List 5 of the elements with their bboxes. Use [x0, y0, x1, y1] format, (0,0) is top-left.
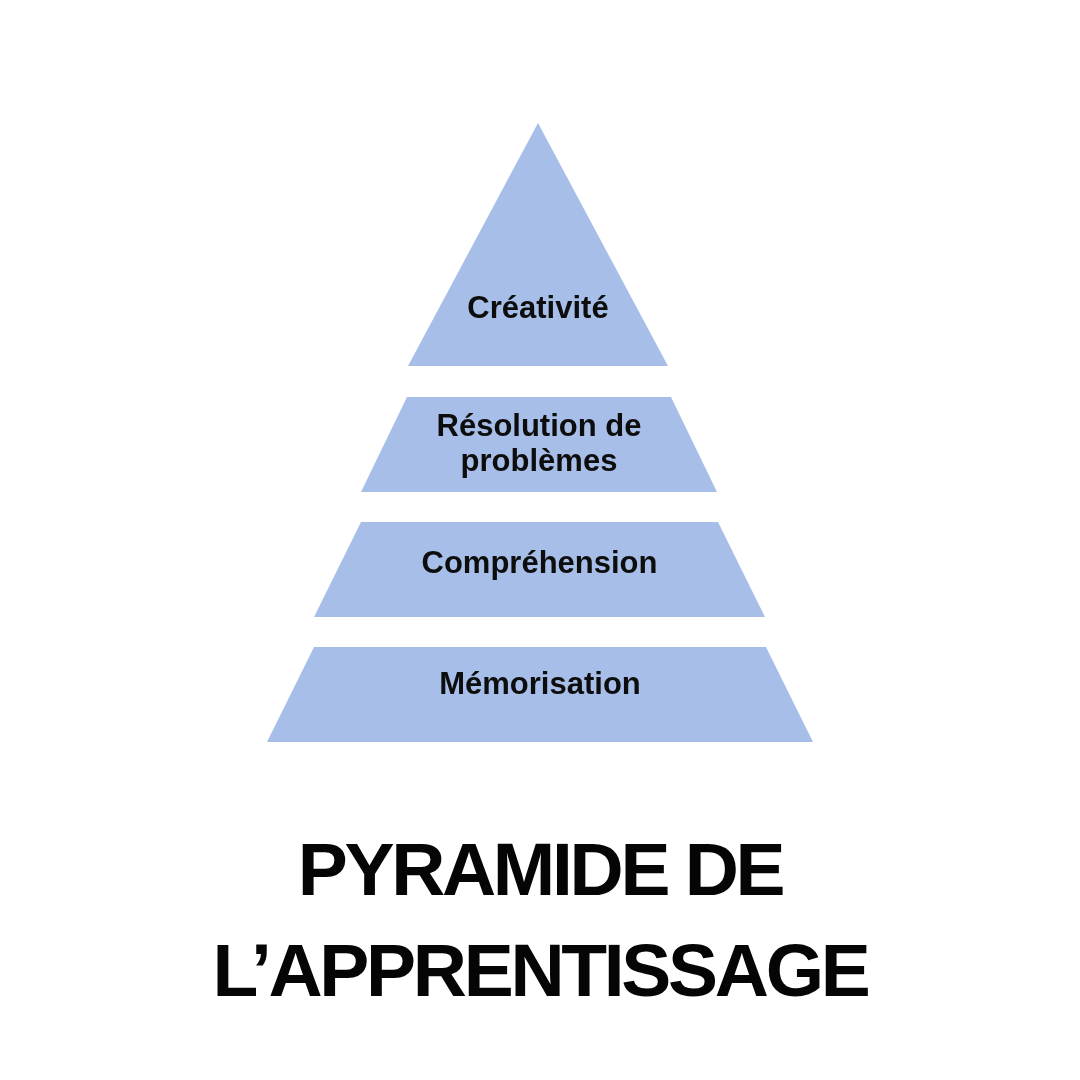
tier-label: Créativité [467, 289, 609, 325]
tier-label: Résolution de problèmes [435, 408, 643, 478]
tier-label: Compréhension [421, 544, 658, 580]
diagram-title: PYRAMIDE DE L’APPRENTISSAGE [211, 826, 869, 1014]
tier-label: Mémorisation [439, 665, 641, 701]
